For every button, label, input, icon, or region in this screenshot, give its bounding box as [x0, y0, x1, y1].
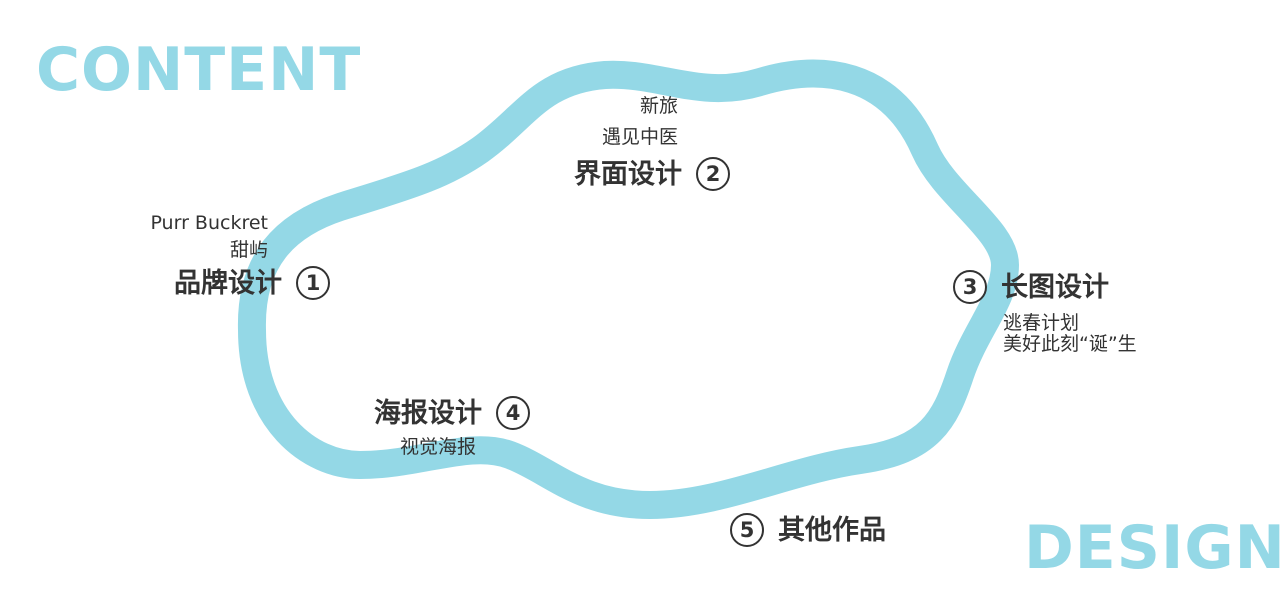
number-badge: 2	[696, 157, 730, 191]
category-item[interactable]: 视觉海报	[400, 436, 477, 458]
category-other-works[interactable]: 5 其他作品	[730, 513, 930, 547]
category-item[interactable]: 遇见中医	[601, 126, 678, 148]
category-long-image-design[interactable]: 3 长图设计 逃春计划 美好此刻“诞”生	[953, 270, 1213, 354]
category-title: 海报设计	[374, 397, 482, 429]
blob-path	[237, 59, 1019, 519]
number-badge: 3	[953, 270, 987, 304]
category-title: 长图设计	[1001, 271, 1109, 303]
category-item[interactable]: 甜屿	[229, 239, 268, 261]
category-poster-design[interactable]: 海报设计 4 视觉海报	[374, 396, 574, 457]
category-title: 品牌设计	[174, 267, 282, 299]
category-item[interactable]: 新旅	[639, 95, 678, 117]
content-watermark: CONTENT	[36, 35, 362, 105]
category-ui-design[interactable]: 新旅 遇见中医 界面设计 2	[520, 97, 730, 191]
category-title: 界面设计	[574, 158, 682, 190]
number-badge: 1	[296, 266, 330, 300]
number-badge: 5	[730, 513, 764, 547]
category-item[interactable]: 逃春计划	[1003, 312, 1080, 334]
category-brand-design[interactable]: Purr Buckret 甜屿 品牌设计 1	[120, 214, 330, 300]
design-watermark: DESIGN	[1024, 513, 1280, 583]
category-title: 其他作品	[778, 514, 886, 546]
number-badge: 4	[496, 396, 530, 430]
category-item[interactable]: Purr Buckret	[150, 212, 268, 234]
category-item[interactable]: 美好此刻“诞”生	[1003, 333, 1137, 355]
